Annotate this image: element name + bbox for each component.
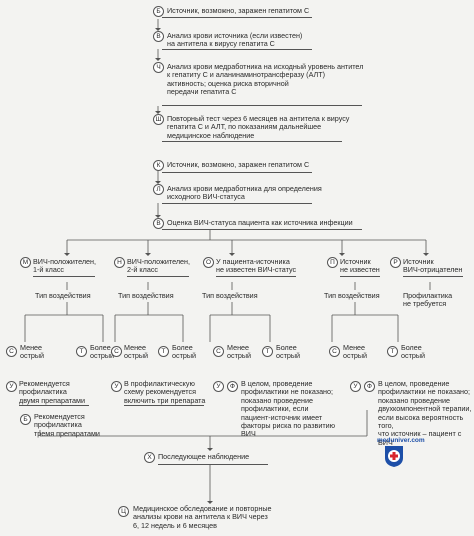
more-severe-label: Более острый	[276, 343, 301, 361]
branch-text: У пациента-источника не известен ВИЧ-ста…	[216, 257, 297, 275]
recommendation-text: В целом, проведение профилактики не пока…	[378, 379, 472, 447]
less-severe-label: Менее острый	[227, 343, 252, 361]
step-marker: В	[153, 218, 164, 229]
recommendation-marker: У	[6, 381, 17, 392]
branch-text: ВИЧ-положителен, 1-й класс	[33, 257, 97, 275]
branch-marker: Р	[390, 257, 401, 268]
divider	[162, 203, 312, 204]
exposure-type-label: Тип воздействия	[202, 291, 258, 300]
more-severe-label: Более острый	[90, 343, 115, 361]
divider	[216, 276, 296, 277]
no-prophylaxis-text: Профилактика не требуется	[403, 291, 453, 309]
recommendation-marker: У	[213, 381, 224, 392]
exposure-type-label: Тип воздействия	[35, 291, 91, 300]
step-marker: Ш	[153, 114, 164, 125]
watermark-text: meduniver.com	[377, 437, 425, 444]
step-marker: В	[153, 31, 164, 42]
exposure-type-label: Тип воздействия	[118, 291, 174, 300]
recommendation-text: Рекомендуется профилактика двумя препара…	[19, 379, 85, 405]
divider	[162, 105, 362, 106]
exposure-type-label: Тип воздействия	[324, 291, 380, 300]
branch-marker: О	[203, 257, 214, 268]
branch-text: Источник ВИЧ-отрицателен	[403, 257, 463, 275]
divider	[403, 276, 463, 277]
recommendation-marker: Б	[20, 414, 31, 425]
step-text: Повторный тест через 6 месяцев на антите…	[167, 114, 350, 140]
less-severe-label: Менее острый	[124, 343, 149, 361]
followup-marker: Х	[144, 452, 155, 463]
branch-marker: Н	[114, 257, 125, 268]
divider	[33, 276, 95, 277]
divider	[158, 464, 268, 465]
watermark-logo-icon	[385, 446, 403, 467]
more-severe-label: Более острый	[172, 343, 197, 361]
followup-text: Последующее наблюдение	[158, 452, 250, 461]
divider	[162, 17, 312, 18]
divider	[162, 172, 312, 173]
branch-marker: М	[20, 257, 31, 268]
recommendation-text: В профилактическую схему рекомендуется в…	[124, 379, 206, 405]
step-marker: Б	[153, 6, 164, 17]
step-text: Анализ крови источника (если известен) н…	[167, 31, 303, 49]
step-text: Оценка ВИЧ-статуса пациента как источник…	[167, 218, 353, 227]
step-marker: К	[153, 160, 164, 171]
final-text: Медицинское обследование и повторные ана…	[133, 504, 272, 530]
recommendation-text: В целом, проведение профилактики не пока…	[241, 379, 336, 439]
step-marker: Л	[153, 184, 164, 195]
step-text: Источник, возможно, заражен гепатитом С	[167, 160, 310, 169]
branch-marker: П	[327, 257, 338, 268]
divider	[162, 141, 342, 142]
recommendation-marker: У	[111, 381, 122, 392]
less-severe-label: Менее острый	[343, 343, 368, 361]
recommendation-marker: У	[350, 381, 361, 392]
recommendation-marker: Ф	[364, 381, 375, 392]
severity-marker: Т	[387, 346, 398, 357]
divider	[162, 49, 312, 50]
divider	[124, 405, 204, 406]
final-marker: Ц	[118, 506, 129, 517]
severity-marker: С	[329, 346, 340, 357]
step-text: Анализ крови медработника на исходный ур…	[167, 62, 364, 97]
severity-marker: С	[111, 346, 122, 357]
recommendation-marker: Ф	[227, 381, 238, 392]
step-text: Источник, возможно, заражен гепатитом С	[167, 6, 310, 15]
divider	[127, 276, 189, 277]
branch-text: Источник не известен	[340, 257, 380, 275]
step-marker: Ч	[153, 62, 164, 73]
branch-text: ВИЧ-положителен, 2-й класс	[127, 257, 191, 275]
more-severe-label: Более острый	[401, 343, 426, 361]
severity-marker: Т	[262, 346, 273, 357]
severity-marker: С	[6, 346, 17, 357]
less-severe-label: Менее острый	[20, 343, 45, 361]
divider	[19, 405, 89, 406]
divider	[340, 276, 380, 277]
severity-marker: Т	[76, 346, 87, 357]
recommendation-text: Рекомендуется профилактика тремя препара…	[34, 412, 100, 438]
severity-marker: С	[213, 346, 224, 357]
step-text: Анализ крови медработника для определени…	[167, 184, 322, 202]
severity-marker: Т	[158, 346, 169, 357]
divider	[162, 229, 362, 230]
